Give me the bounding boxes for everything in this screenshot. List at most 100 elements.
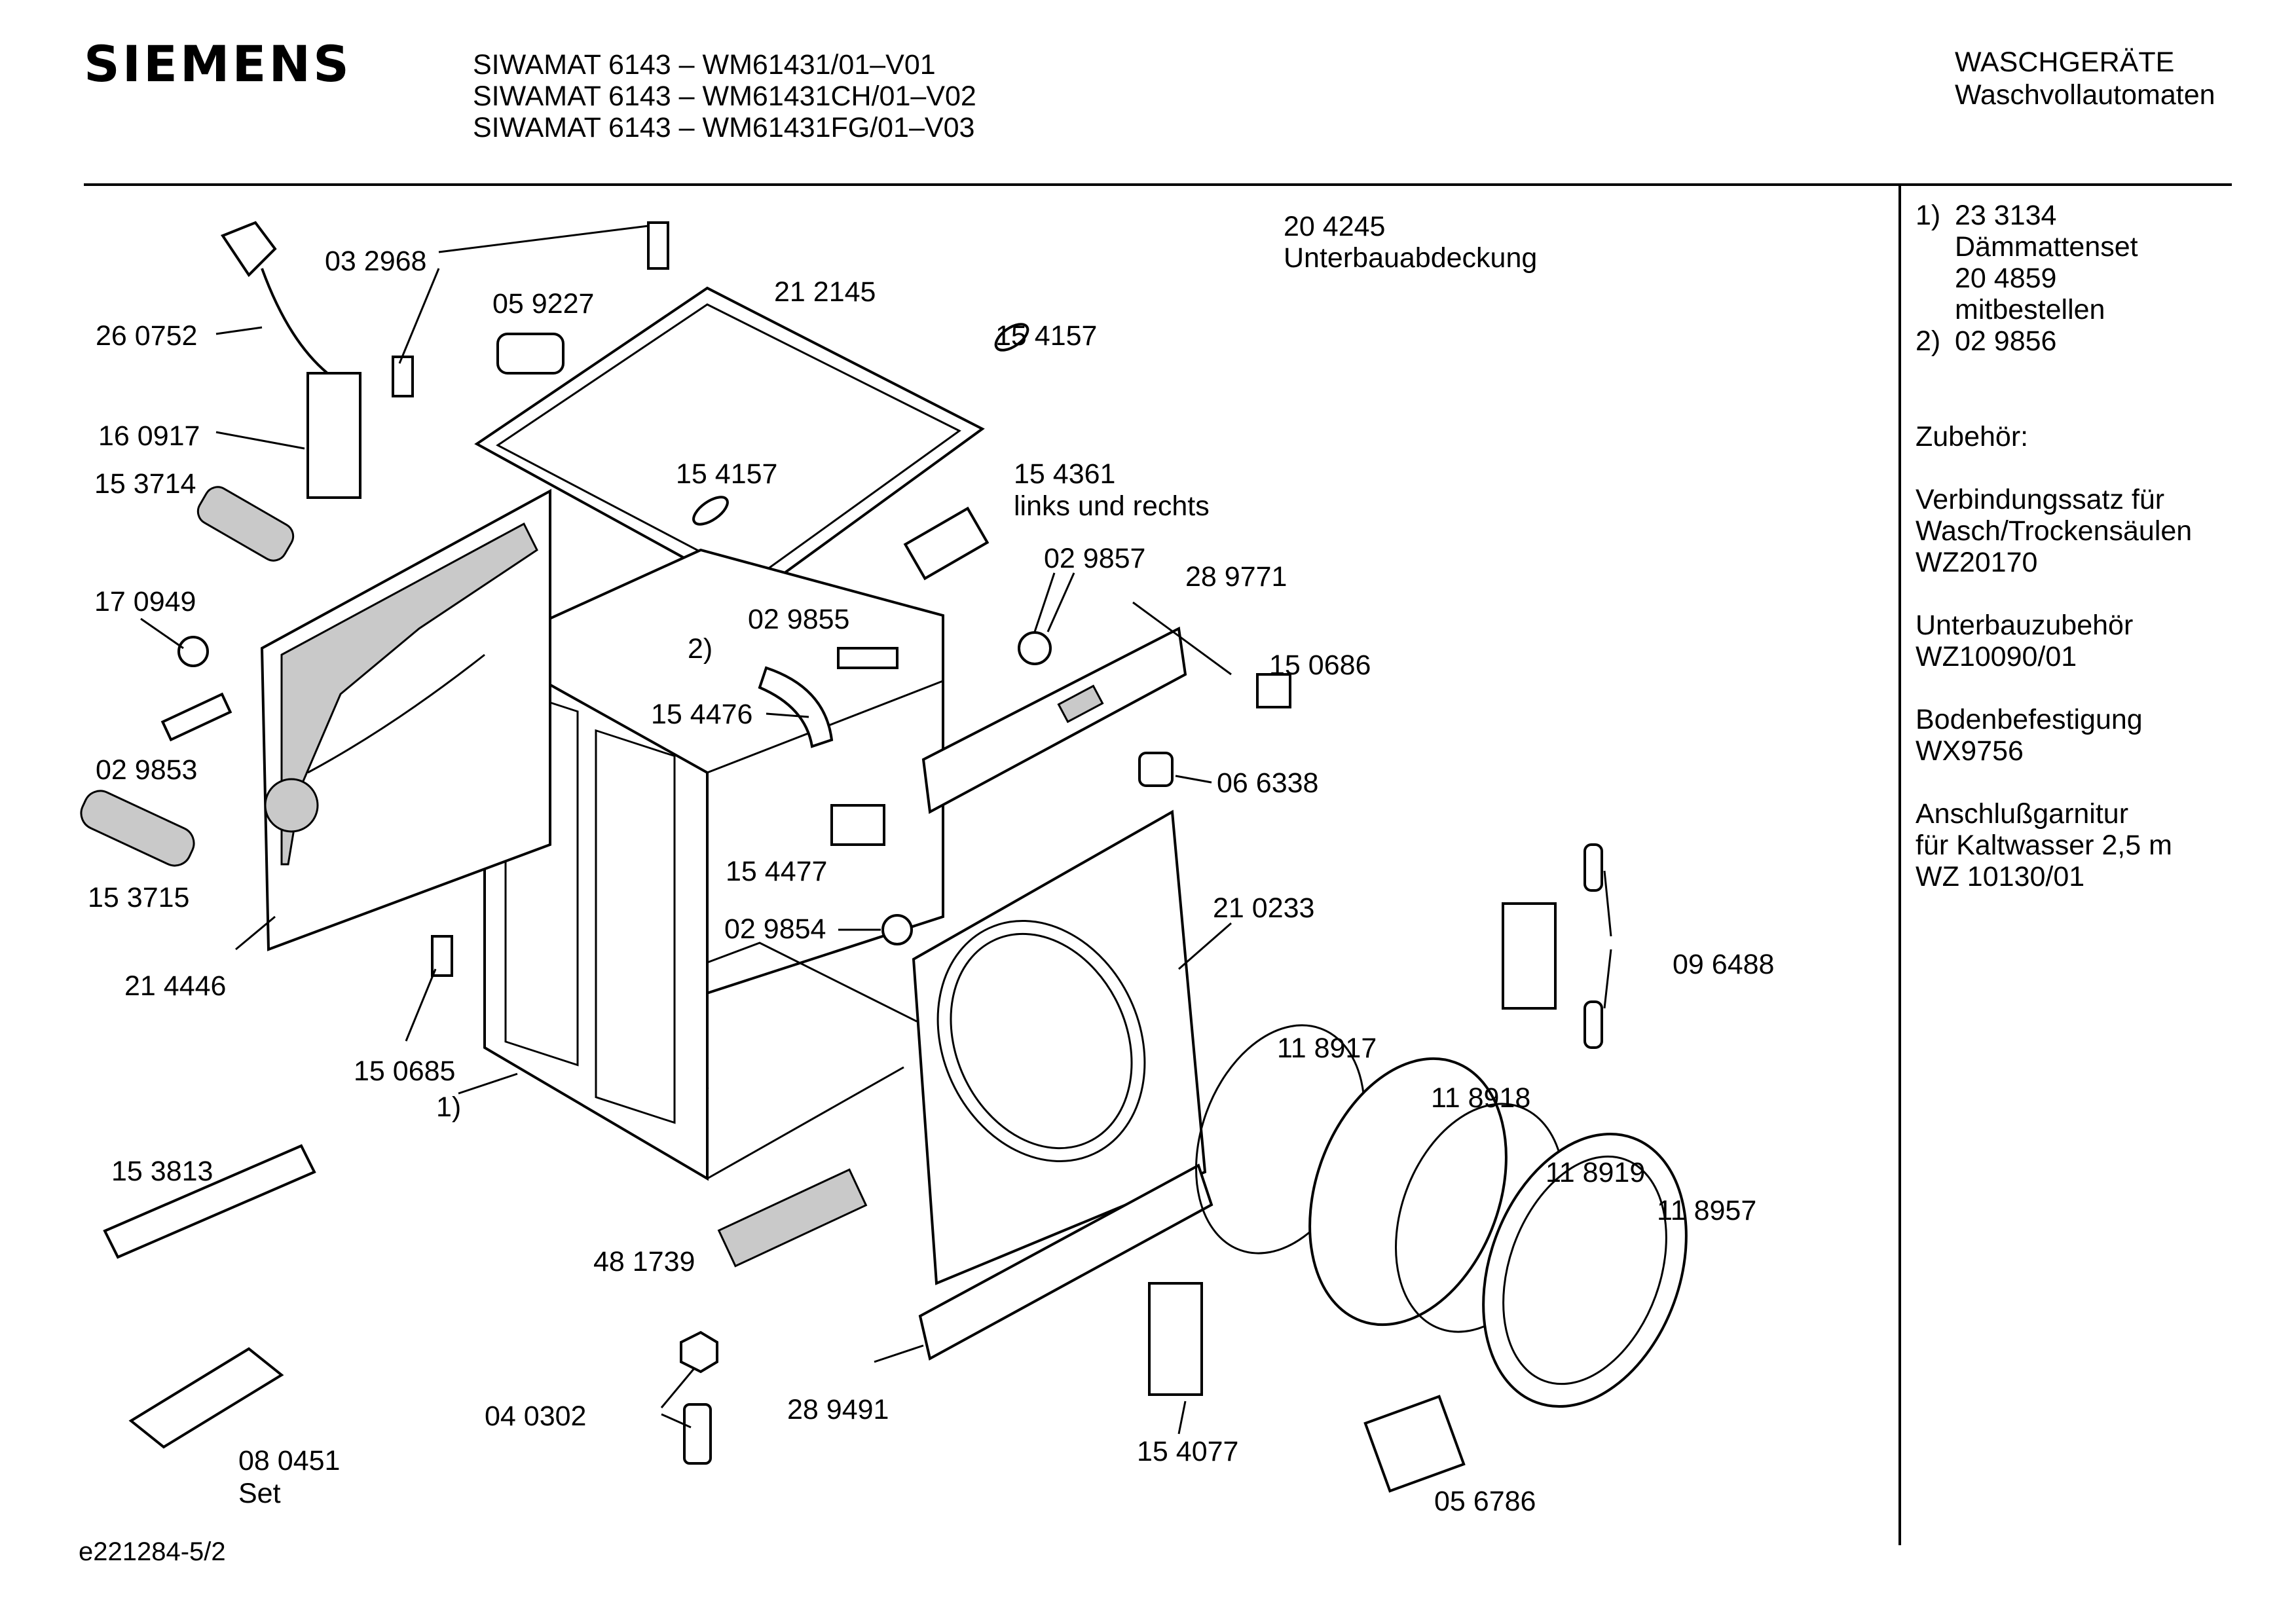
top-cover-inner	[496, 303, 961, 581]
transport-lock-080451	[128, 1347, 284, 1449]
note-1-desc: Dämmattenset	[1955, 231, 2138, 263]
label-289771: 28 9771	[1185, 561, 1287, 593]
model-line-2: SIWAMAT 6143 – WM61431CH/01–V02	[473, 81, 976, 112]
pin-096488-bottom	[1583, 1000, 1603, 1049]
detergent-drawer-481739	[717, 1168, 868, 1268]
arm-154476	[758, 666, 834, 748]
label-153715: 15 3715	[88, 882, 190, 913]
cap-170949	[177, 636, 209, 667]
top-cover	[474, 286, 985, 598]
label-029855: 02 9855	[748, 604, 850, 635]
nut-040302	[680, 1330, 718, 1374]
drawing-reference: e221284-5/2	[79, 1537, 226, 1566]
handle-056786	[1363, 1395, 1466, 1493]
label-029853: 02 9853	[96, 754, 198, 786]
accessory-3-line-1: Bodenbefestigung	[1916, 704, 2143, 735]
strip-029853	[160, 692, 232, 742]
label-154476: 15 4476	[651, 699, 753, 730]
accessory-1-line-2: Wasch/Trockensäulen	[1916, 515, 2193, 547]
label-096488: 09 6488	[1673, 949, 1775, 980]
label-059227: 05 9227	[492, 288, 595, 320]
plug-154157-top	[994, 323, 1029, 352]
label-080451-desc: Set	[238, 1478, 281, 1509]
accessory-4-line-2: für Kaltwasser 2,5 m	[1916, 830, 2172, 861]
label-032968: 03 2968	[325, 246, 427, 277]
door-outer-ring	[1308, 1057, 1508, 1327]
label-118957: 11 8957	[1657, 1195, 1757, 1226]
label-154077: 15 4077	[1137, 1436, 1239, 1467]
label-118917: 11 8917	[1277, 1033, 1377, 1064]
door-lock-154077	[1148, 1282, 1203, 1396]
label-080451: 08 0451	[238, 1445, 341, 1476]
latch-150686	[1256, 673, 1291, 708]
hinge-096488	[1502, 902, 1557, 1010]
label-154157-b: 15 4157	[676, 458, 778, 490]
plug-154157-cover	[692, 496, 729, 526]
label-150685: 15 0685	[354, 1055, 456, 1087]
label-056786: 05 6786	[1434, 1486, 1536, 1517]
leader-lines	[140, 225, 1612, 1435]
foot-029854	[881, 914, 913, 945]
label-289491: 28 9491	[787, 1394, 889, 1425]
clip-032968-top	[647, 221, 669, 270]
label-214446: 21 4446	[124, 970, 227, 1002]
label-160917: 16 0917	[98, 420, 200, 452]
power-cable	[220, 221, 329, 375]
bolt-040302	[683, 1403, 712, 1465]
note-1-part: 23 3134	[1955, 200, 2057, 231]
label-040302: 04 0302	[485, 1401, 587, 1432]
header-divider	[84, 183, 2232, 186]
drain-hose-153715	[80, 790, 195, 867]
label-170949: 17 0949	[94, 586, 196, 617]
accessory-1-line-3: WZ20170	[1916, 547, 2038, 578]
bracket-029855	[837, 647, 898, 669]
bushing-029857	[1018, 631, 1052, 665]
model-line-1: SIWAMAT 6143 – WM61431/01–V01	[473, 49, 936, 81]
hook-154361	[903, 506, 990, 581]
label-153714: 15 3714	[94, 468, 196, 500]
pin-096488-top	[1583, 843, 1603, 892]
label-204245-desc: Unterbauabdeckung	[1284, 242, 1538, 274]
label-150686: 15 0686	[1269, 650, 1371, 681]
door-inner-ring	[1482, 1132, 1688, 1408]
model-line-3: SIWAMAT 6143 – WM61431FG/01–V03	[473, 112, 975, 143]
label-154157-a: 15 4157	[995, 320, 1098, 352]
door-inner-ring-lip	[1502, 1155, 1667, 1385]
accessory-4-line-1: Anschlußgarnitur	[1916, 798, 2129, 830]
label-029854: 02 9854	[724, 913, 826, 945]
label-204245: 20 4245	[1284, 211, 1386, 242]
wrench-153813	[103, 1144, 316, 1259]
accessory-1-line-1: Verbindungssatz für	[1916, 484, 2165, 515]
handle-059227	[496, 333, 565, 375]
label-212145: 21 2145	[774, 276, 876, 308]
accessory-2-line-2: WZ10090/01	[1916, 641, 2077, 672]
label-029857: 02 9857	[1044, 543, 1146, 574]
category-subtitle: Waschvollautomaten	[1955, 79, 2215, 111]
accessory-4-line-3: WZ 10130/01	[1916, 861, 2085, 892]
label-note-2: 2)	[688, 633, 713, 665]
base-strip	[918, 1163, 1213, 1361]
inlet-valve-153714	[196, 486, 295, 562]
label-481739: 48 1739	[593, 1246, 695, 1277]
accessory-3-line-2: WX9756	[1916, 735, 2024, 767]
control-panel	[921, 626, 1187, 815]
rear-panel	[260, 488, 551, 951]
note-2-prefix: 2)	[1916, 325, 1941, 357]
label-210233: 21 0233	[1213, 892, 1315, 924]
note-2-part: 02 9856	[1955, 325, 2057, 357]
label-066338: 06 6338	[1217, 767, 1319, 799]
note-1-part2: 20 4859	[1955, 263, 2057, 294]
cabinet-frame	[483, 548, 944, 1181]
bracket-032968	[392, 356, 414, 397]
label-153813: 15 3813	[111, 1156, 213, 1187]
handle-066338	[1138, 752, 1174, 787]
category-title: WASCHGERÄTE	[1955, 46, 2175, 78]
front-panel	[912, 809, 1207, 1285]
label-154361: 15 4361	[1014, 458, 1116, 490]
label-154361-desc: links und rechts	[1014, 490, 1210, 522]
note-1-desc2: mitbestellen	[1955, 294, 2105, 325]
accessories-title: Zubehör:	[1916, 421, 2029, 452]
label-118918: 11 8918	[1431, 1082, 1531, 1114]
label-note-1: 1)	[436, 1091, 462, 1123]
